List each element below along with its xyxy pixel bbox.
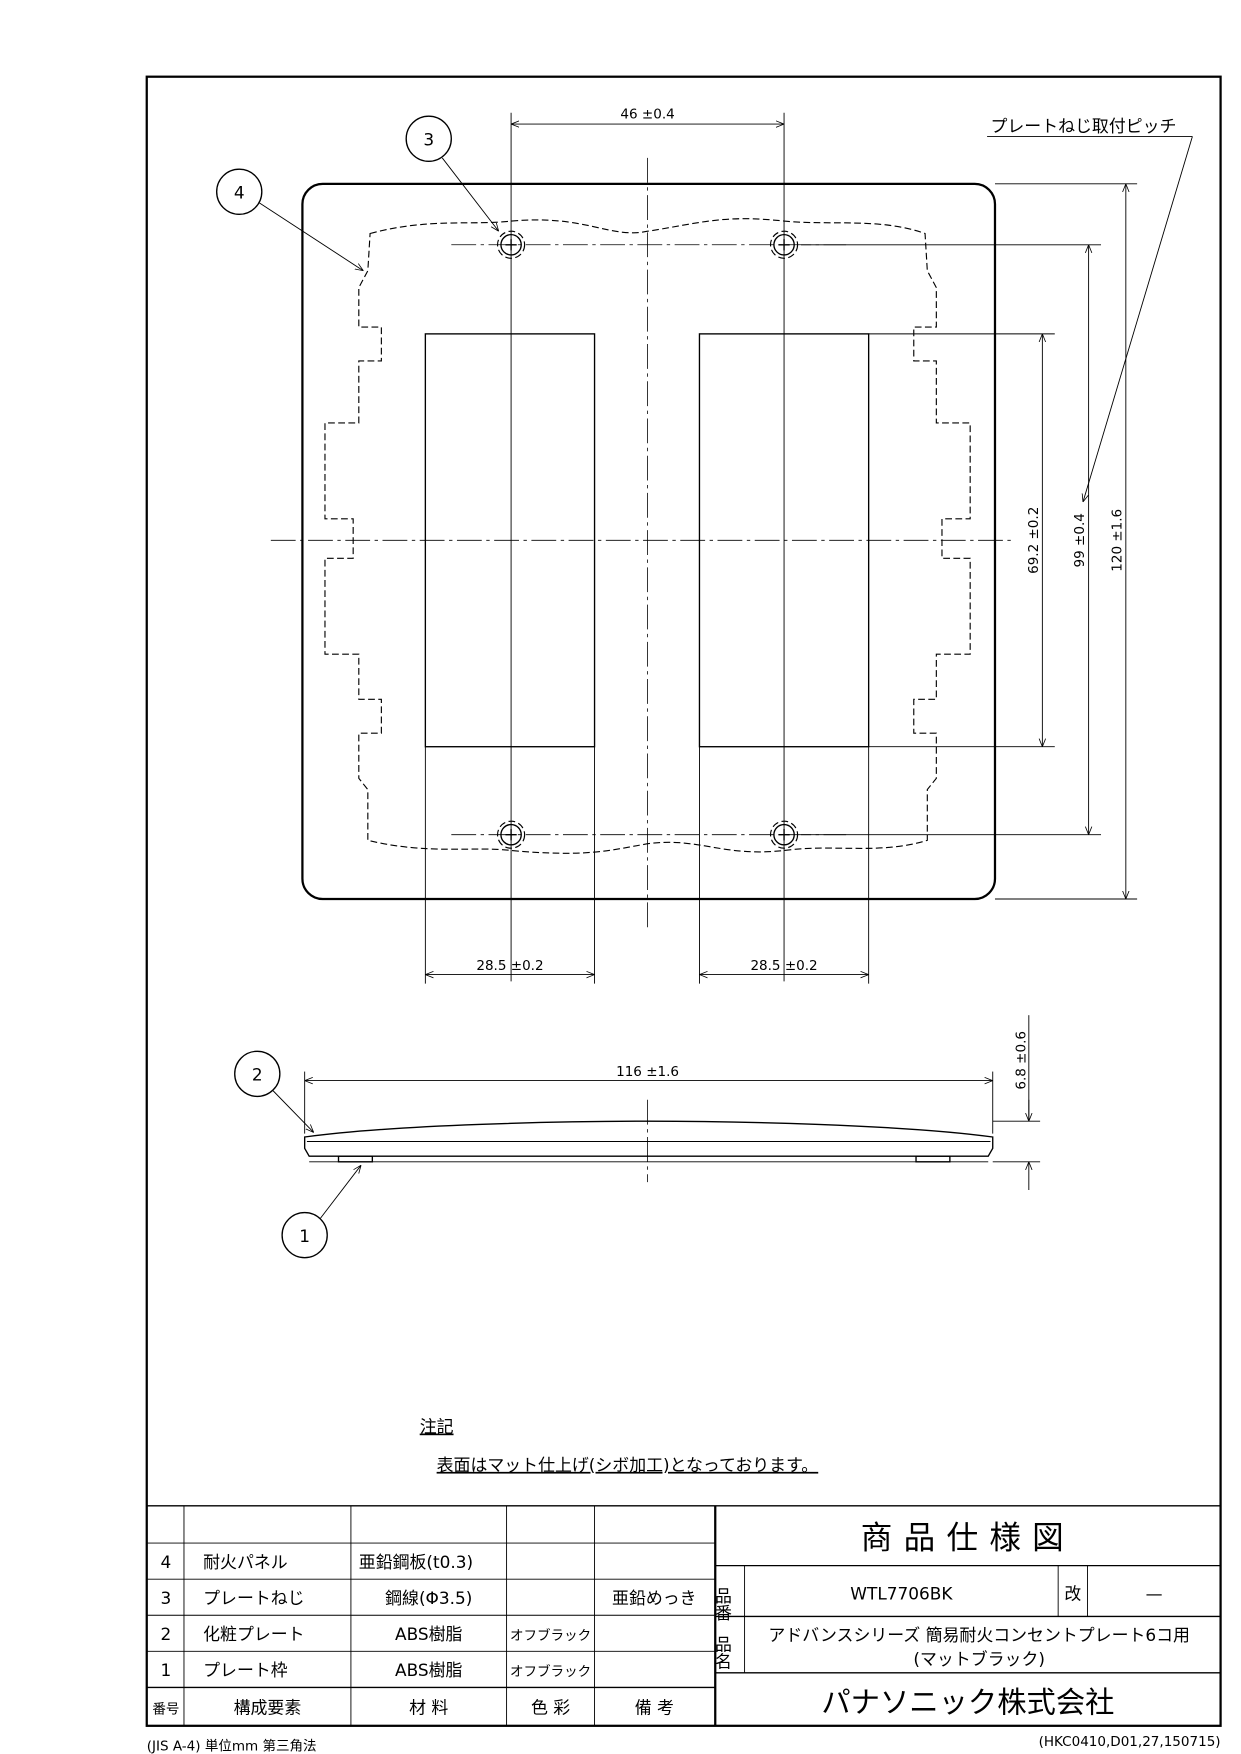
table-row: 4 耐火パネル 亜鉛鋼板(t0.3) (161, 1552, 474, 1572)
product-name-line2: (マットブラック) (913, 1649, 1045, 1669)
svg-text:オフブラック: オフブラック (510, 1663, 591, 1680)
revision: — (1146, 1583, 1163, 1603)
dim-opening-width-left: 28.5 ±0.2 (476, 958, 543, 974)
balloon-3: 3 (405, 115, 498, 231)
table-header-row: 番号 構成要素 材 料 色 彩 備 考 (152, 1697, 674, 1717)
svg-text:材 料: 材 料 (409, 1697, 448, 1717)
svg-text:3: 3 (423, 130, 434, 150)
table-row: 2 化粧プレート ABS樹脂 オフブラック (161, 1624, 592, 1644)
svg-text:2: 2 (161, 1624, 172, 1644)
svg-text:化粧プレート: 化粧プレート (203, 1624, 304, 1644)
svg-text:番号: 番号 (152, 1701, 179, 1717)
revision-label: 改 (1064, 1583, 1081, 1603)
svg-text:プレート枠: プレート枠 (203, 1660, 288, 1680)
svg-text:4: 4 (234, 183, 245, 203)
company-name: パナソニック株式会社 (821, 1685, 1114, 1719)
dim-plate-thickness: 6.8 ±0.6 (1013, 1031, 1029, 1090)
notes-text: 表面はマット仕上げ(シボ加工)となっております。 (437, 1455, 819, 1475)
dim-opening-height: 69.2 ±0.2 (1026, 507, 1042, 574)
footer-standard: (JIS A-4) 単位mm 第三角法 (147, 1738, 317, 1754)
front-view: 46 ±0.4 69.2 ±0.2 99 ±0.4 120 ±1.6 プレートね… (270, 106, 1193, 984)
product-name-line1: アドバンスシリーズ 簡易耐火コンセントプレート6コ用 (768, 1625, 1190, 1645)
product-name-label: 品名 (712, 1636, 732, 1670)
balloon-4: 4 (216, 168, 364, 271)
svg-text:備 考: 備 考 (635, 1697, 674, 1717)
svg-text:色 彩: 色 彩 (531, 1697, 570, 1717)
dim-opening-width-right: 28.5 ±0.2 (750, 958, 817, 974)
svg-text:鋼線(Φ3.5): 鋼線(Φ3.5) (385, 1588, 472, 1608)
plate-outline (301, 182, 997, 901)
svg-text:1: 1 (161, 1660, 172, 1680)
svg-text:構成要素: 構成要素 (234, 1697, 302, 1717)
part-no: WTL7706BK (850, 1583, 953, 1603)
table-row: 3 プレートねじ 鋼線(Φ3.5) 亜鉛めっき (161, 1588, 697, 1608)
balloon-1: 1 (281, 1165, 361, 1259)
fire-panel-outline (324, 218, 971, 854)
parts-table: 4 耐火パネル 亜鉛鋼板(t0.3) 3 プレートねじ 鋼線(Φ3.5) 亜鉛め… (146, 1505, 1221, 1726)
title-block: 商品仕様図 品番 WTL7706BK 改 — 品名 アドバンスシリーズ 簡易耐火… (712, 1521, 1221, 1719)
dim-plate-height: 120 ±1.6 (1109, 509, 1125, 572)
svg-text:オフブラック: オフブラック (510, 1627, 591, 1644)
svg-text:亜鉛鋼板(t0.3): 亜鉛鋼板(t0.3) (359, 1552, 473, 1572)
svg-text:4: 4 (161, 1552, 172, 1572)
svg-text:耐火パネル: 耐火パネル (203, 1552, 288, 1572)
part-no-label: 品番 (712, 1587, 732, 1621)
table-row: 1 プレート枠 ABS樹脂 オフブラック (161, 1660, 592, 1680)
screw-pitch-leader-label: プレートねじ取付ピッチ (990, 116, 1176, 136)
balloon-2: 2 (234, 1050, 314, 1132)
svg-text:2: 2 (252, 1065, 263, 1085)
dim-screw-pitch-h: 46 ±0.4 (620, 106, 674, 122)
svg-text:1: 1 (299, 1226, 310, 1246)
drawing-title: 商品仕様図 (861, 1521, 1075, 1557)
drawing-frame (145, 75, 1222, 1727)
svg-text:3: 3 (161, 1588, 172, 1608)
side-view: 116 ±1.6 6.8 ±0.6 (303, 1015, 1041, 1191)
svg-text:ABS樹脂: ABS樹脂 (395, 1660, 463, 1680)
svg-text:亜鉛めっき: 亜鉛めっき (612, 1588, 697, 1608)
svg-text:プレートねじ: プレートねじ (203, 1588, 304, 1608)
dim-plate-width: 116 ±1.6 (616, 1064, 679, 1080)
footer-doc-code: (HKC0410,D01,27,150715) (1039, 1734, 1221, 1750)
svg-text:ABS樹脂: ABS樹脂 (395, 1624, 463, 1644)
dim-screw-pitch-v: 99 ±0.4 (1072, 513, 1088, 567)
notes-heading: 注記 (420, 1417, 454, 1437)
